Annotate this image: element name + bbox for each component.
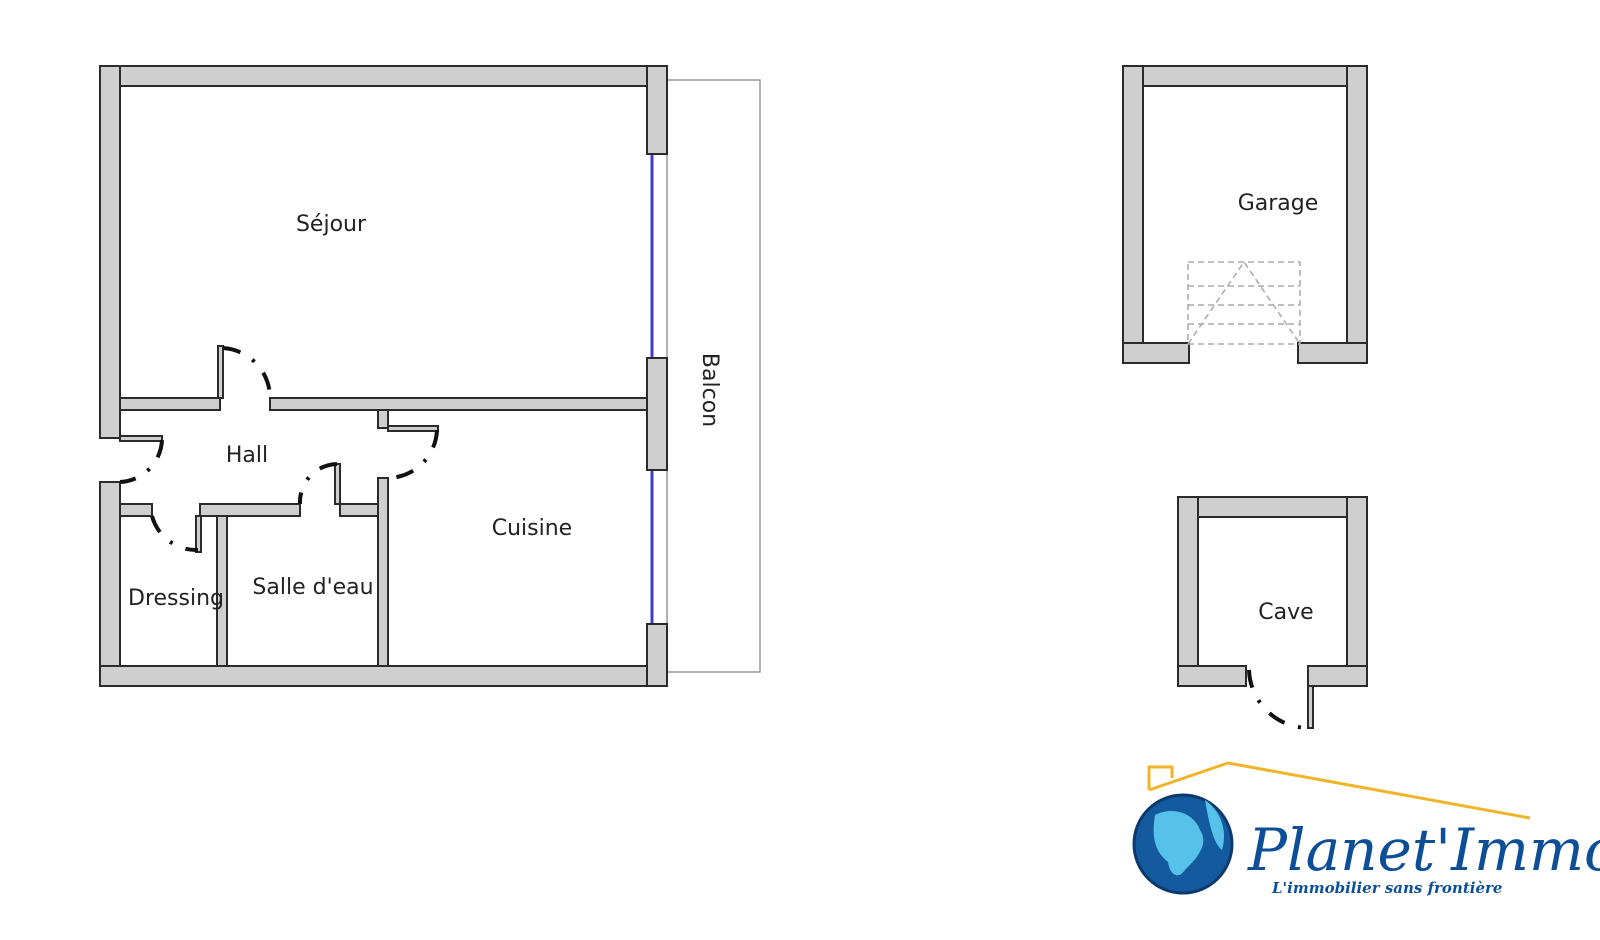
room-label-salle-eau: Salle d'eau — [252, 575, 373, 600]
room-label-hall: Hall — [226, 443, 268, 468]
garage-door-icon — [1187, 260, 1301, 345]
room-label-cuisine: Cuisine — [492, 516, 572, 541]
garage-walls — [1122, 65, 1368, 364]
room-label-cave: Cave — [1258, 600, 1313, 625]
cave-door-swing — [1247, 669, 1309, 730]
door-swings — [119, 346, 439, 553]
room-label-sejour: Séjour — [296, 212, 367, 237]
room-label-dressing: Dressing — [128, 586, 224, 611]
room-label-balcon: Balcon — [697, 353, 722, 427]
logo-tagline: L'immobilier sans frontière — [1271, 879, 1502, 897]
planet-immo-logo: Planet'Immo L'immobilier sans frontière — [1132, 761, 1600, 897]
logo-name: Planet'Immo — [1247, 816, 1600, 884]
room-label-garage: Garage — [1238, 191, 1319, 216]
cave-walls — [1177, 496, 1368, 729]
apartment-walls — [99, 65, 668, 687]
